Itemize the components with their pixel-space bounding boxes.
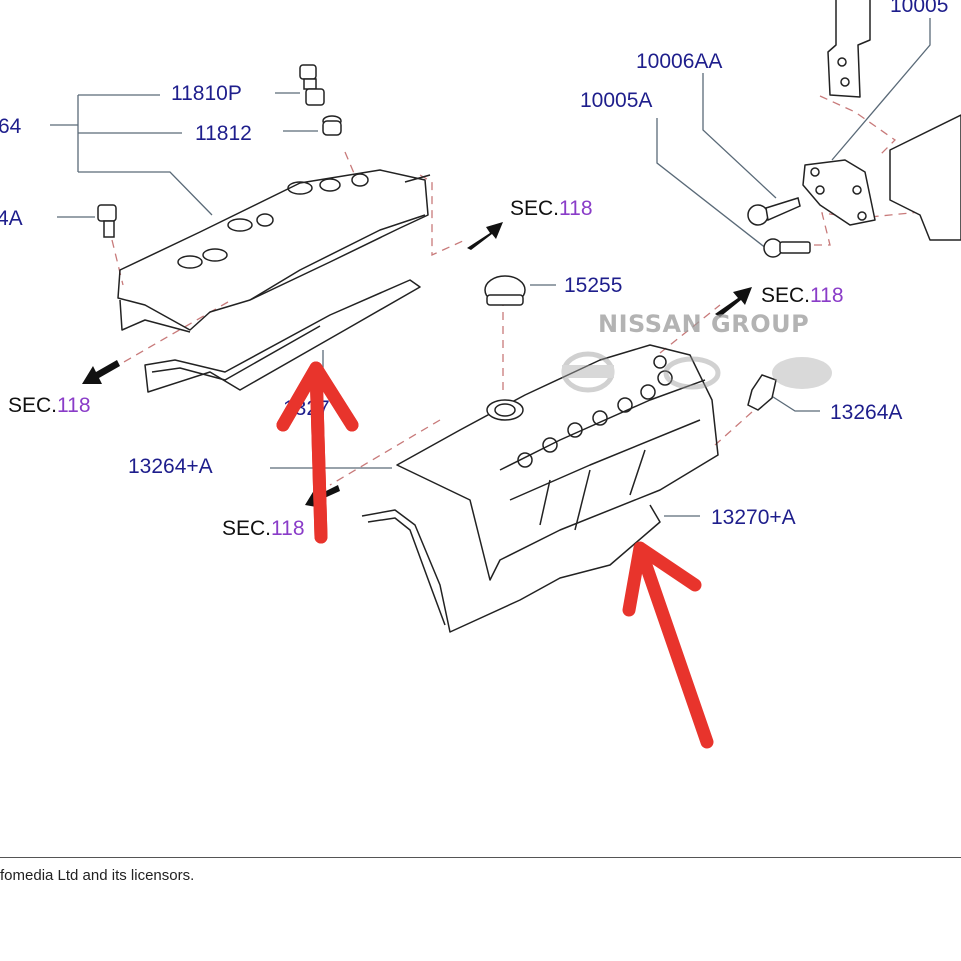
part-label-13264A: 13264A: [830, 401, 903, 424]
oil-filler-cap-15255: [484, 275, 526, 306]
annotation-arrow-right: [622, 541, 714, 749]
spark-plug-tube-13264A: [747, 374, 777, 411]
part-label-10005: 10005: [890, 0, 949, 17]
part-label-264A-partial: 4A: [0, 207, 23, 230]
section-prefix: SEC.: [222, 517, 272, 540]
section-ref-lower-left[interactable]: SEC.118: [222, 518, 305, 539]
part-label-10006AA: 10006AA: [636, 50, 723, 73]
annotation-arrows: [276, 361, 714, 749]
section-prefix: SEC.: [510, 197, 560, 220]
section-number: 118: [57, 394, 91, 417]
left-rocker-cover: [117, 169, 431, 393]
section-ref-right[interactable]: SEC.118: [761, 285, 844, 306]
part-label-13270-partial: 1327: [283, 397, 330, 420]
nissan-group-watermark: NISSAN GROUP: [598, 310, 810, 338]
pcv-valve-11810P: [299, 64, 325, 106]
part-label-13270-plus-A: 13270+A: [711, 506, 796, 529]
part-label-10005A: 10005A: [580, 89, 653, 112]
engine-mounting-bracket: [802, 0, 961, 241]
section-prefix: SEC.: [761, 284, 811, 307]
brand-logos: [561, 351, 832, 393]
nissan-logo-icon: [561, 351, 615, 393]
infiniti-logo-icon: [663, 356, 721, 390]
section-number: 118: [271, 517, 305, 540]
part-label-15255: 15255: [564, 274, 623, 297]
bolt-10005A: [763, 238, 811, 258]
annotation-arrow-left: [276, 361, 359, 544]
arrow-icon: [82, 360, 120, 384]
dashed-lines: [109, 95, 921, 486]
arrow-icon: [715, 287, 752, 317]
arrow-icon: [467, 222, 503, 250]
bolt-10006AA: [747, 197, 801, 226]
section-ref-left[interactable]: SEC.118: [8, 395, 91, 416]
datsun-logo-icon: [772, 357, 832, 389]
part-label-264-partial: 64: [0, 115, 22, 138]
right-rocker-cover: [361, 344, 719, 633]
section-ref-upper-middle[interactable]: SEC.118: [510, 198, 593, 219]
copyright-text: fomedia Ltd and its licensors.: [0, 867, 195, 884]
section-number: 118: [559, 197, 593, 220]
part-label-11810P: 11810P: [171, 82, 242, 105]
grommet-11812: [322, 115, 342, 136]
part-label-11812: 11812: [195, 122, 252, 145]
bolt-left: [97, 204, 117, 238]
section-number: 118: [810, 284, 844, 307]
footer-divider: [0, 857, 961, 858]
section-prefix: SEC.: [8, 394, 58, 417]
part-label-13264-plus-A: 13264+A: [128, 455, 213, 478]
